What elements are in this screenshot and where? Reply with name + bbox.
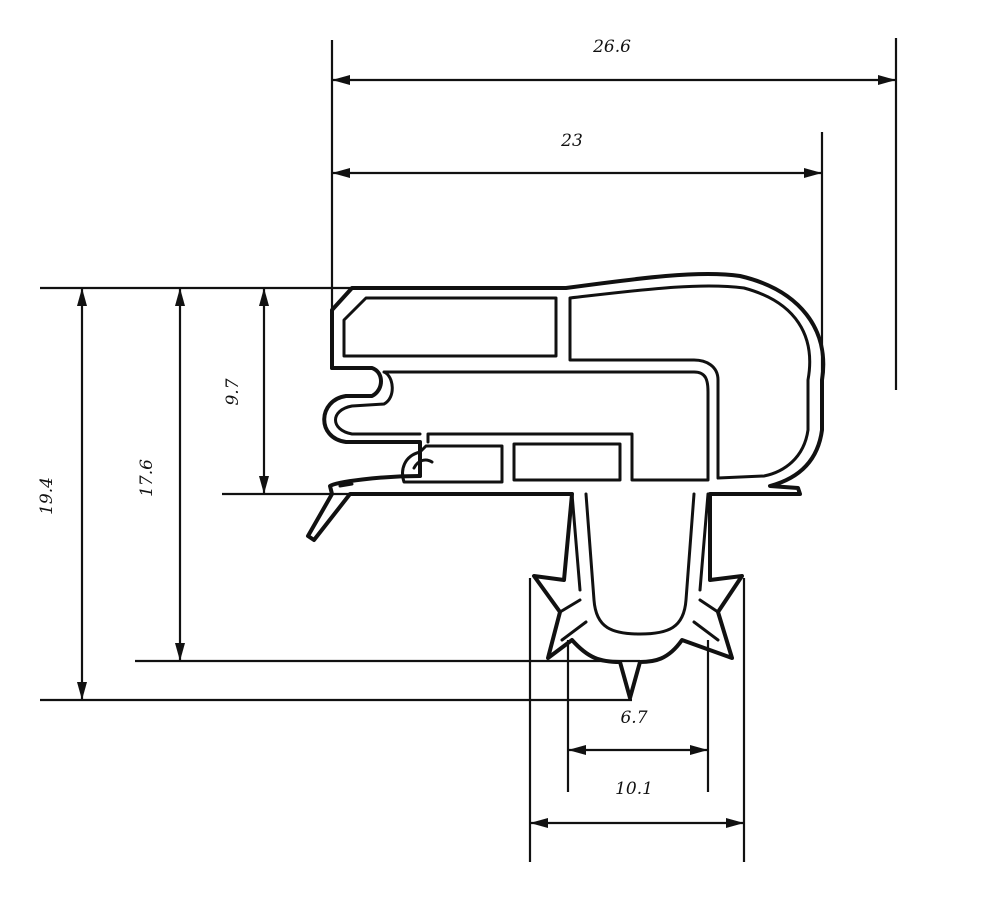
gasket-profile (306, 271, 826, 700)
arrow-26-6-right (878, 75, 896, 85)
dimension-labels: 26.6 23 19.4 17.6 9.7 6.7 10.1 (37, 37, 653, 799)
arrow-10-1-left (530, 818, 548, 828)
profile-stem-channel (584, 492, 696, 636)
profile-top-chamber (342, 296, 558, 358)
arrow-17-6-top (175, 288, 185, 306)
profile-small-hook (401, 444, 504, 484)
label-19-4: 19.4 (37, 477, 57, 515)
arrow-6-7-left (568, 745, 586, 755)
arrow-10-1-right (726, 818, 744, 828)
arrow-23-right (804, 168, 822, 178)
label-6-7: 6.7 (620, 708, 647, 728)
arrow-19-4-top (77, 288, 87, 306)
label-23: 23 (560, 131, 583, 151)
profile-outer-outline (306, 271, 826, 700)
label-17-6: 17.6 (137, 459, 157, 497)
profile-right-chamber (568, 284, 812, 480)
label-10-1: 10.1 (615, 779, 653, 799)
arrow-9-7-bottom (259, 476, 269, 494)
profile-stem-fins (558, 492, 720, 642)
dimension-lines (40, 38, 898, 862)
arrow-19-4-bottom (77, 682, 87, 700)
profile-small-chamber (512, 442, 622, 482)
profile-middle-chamber (334, 370, 710, 482)
profile-left-lobe (322, 366, 422, 478)
profile-lip (338, 482, 354, 488)
label-26-6: 26.6 (592, 37, 631, 57)
label-9-7: 9.7 (223, 378, 243, 405)
arrow-6-7-right (690, 745, 708, 755)
arrow-9-7-top (259, 288, 269, 306)
arrow-23-left (332, 168, 350, 178)
arrow-17-6-bottom (175, 643, 185, 661)
arrow-26-6-left (332, 75, 350, 85)
